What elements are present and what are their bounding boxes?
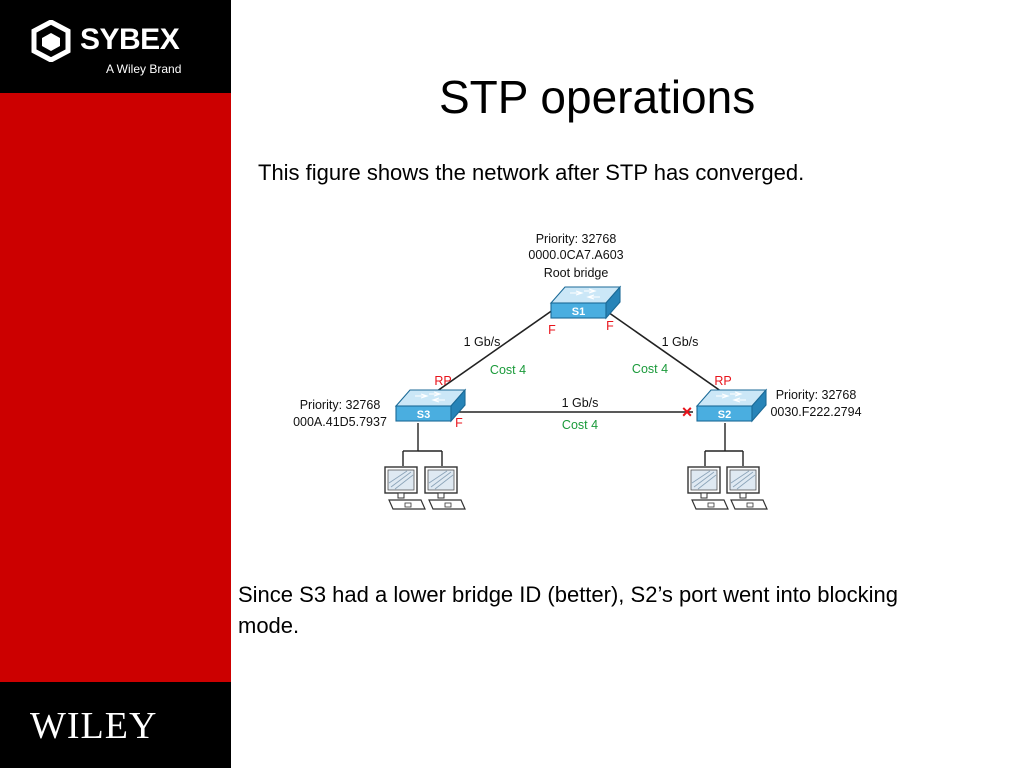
link-s1-s3	[429, 304, 561, 397]
switch-s2-label: S2	[718, 409, 731, 421]
sybex-mark-icon	[31, 20, 71, 62]
port-state-s1-s2: F	[606, 319, 614, 333]
sybex-logo: SYBEX A Wiley Brand	[30, 18, 210, 78]
link-s1-s2	[604, 309, 726, 395]
blocked-port-icon: ×	[682, 402, 693, 422]
pc-icon	[424, 466, 466, 510]
s1-priority: Priority: 32768	[536, 232, 617, 246]
pc-icon	[384, 466, 426, 510]
wiley-logo: WILEY	[30, 705, 158, 747]
link-s1-s3-cost: Cost 4	[490, 363, 526, 377]
sybex-header: SYBEX A Wiley Brand	[0, 0, 231, 93]
switch-s3-label: S3	[417, 409, 430, 421]
sybex-wordmark: SYBEX	[80, 23, 180, 56]
s2-priority: Priority: 32768	[776, 388, 857, 402]
s1-mac: 0000.0CA7.A603	[528, 248, 623, 262]
slide-footer-text: Since S3 had a lower bridge ID (better),…	[238, 582, 898, 638]
port-state-s1-s3: F	[548, 323, 556, 337]
slide-title: STP operations	[439, 71, 756, 123]
port-state-s3-s2: F	[455, 416, 463, 430]
wiley-footer	[0, 682, 231, 768]
s1-role: Root bridge	[544, 266, 609, 280]
switch-s3: S3	[394, 388, 467, 423]
sidebar	[0, 0, 231, 768]
port-state-s3-root: RP	[434, 374, 451, 388]
link-s1-s3-speed: 1 Gb/s	[464, 335, 501, 349]
s3-priority: Priority: 32768	[300, 398, 381, 412]
switch-s1-label: S1	[572, 306, 585, 318]
pc-icon	[687, 466, 729, 510]
link-s3-s2-cost: Cost 4	[562, 418, 598, 432]
link-s3-s2-speed: 1 Gb/s	[562, 396, 599, 410]
link-s1-s2-speed: 1 Gb/s	[662, 335, 699, 349]
slide-subtitle: This figure shows the network after STP …	[258, 160, 805, 185]
link-s1-s2-cost: Cost 4	[632, 362, 668, 376]
stp-topology-diagram: S1 S3 S2 Priority: 32768 0000.0CA7.A603 …	[293, 232, 862, 510]
s3-mac: 000A.41D5.7937	[293, 415, 387, 429]
switch-s2: S2	[695, 388, 768, 423]
pc-icon	[726, 466, 768, 510]
switch-s1: S1	[549, 285, 622, 320]
sybex-tagline: A Wiley Brand	[106, 62, 182, 76]
s2-mac: 0030.F222.2794	[770, 405, 861, 419]
port-state-s2-root: RP	[714, 374, 731, 388]
